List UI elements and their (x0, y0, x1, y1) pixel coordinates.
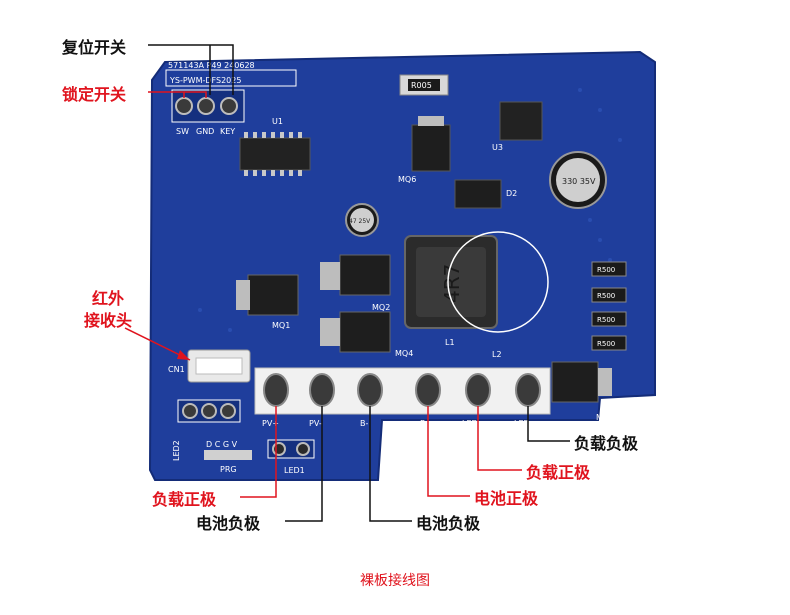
part-number-text: YS-PWM-DFS2025 (169, 76, 241, 85)
callout-load-positive-right: 负载正极 (526, 463, 591, 482)
resistor-array: R500 R500 R500 R500 (591, 261, 627, 351)
bottom-left-header (177, 399, 241, 423)
mosfet-mq6: MQ6 (398, 116, 451, 184)
mosfet-mq7-label: MQ7 (596, 413, 614, 422)
header-pin-key (220, 97, 238, 115)
led2-label: LED2 (172, 440, 181, 461)
leader-battery-negative-left (285, 406, 323, 522)
mosfet-mq2: MQ2 (320, 254, 391, 312)
mosfet-mq1-label: MQ1 (272, 321, 290, 330)
inductor-l2-label: L2 (492, 350, 502, 359)
chip-u1: U1 (239, 117, 311, 176)
prg-label: PRG (220, 465, 237, 474)
inductor-l2-outline (447, 231, 549, 333)
header-pin-gnd (197, 97, 215, 115)
diode-d2-label: D2 (506, 189, 517, 198)
ir-arrow-head (177, 350, 190, 360)
callout-battery-positive: 电池正极 (474, 489, 539, 508)
mosfet-mq4: MQ4 (320, 311, 413, 358)
callout-battery-negative-left: 电池负极 (196, 514, 261, 533)
header-label-key: KEY (220, 127, 235, 136)
callout-battery-negative-right: 电池负极 (416, 514, 481, 533)
header-label-sw: SW (176, 127, 189, 136)
leader-reset-switch (148, 44, 234, 95)
mosfet-mq7: MQ7 (551, 361, 614, 422)
resistor-r500-3: R500 (597, 316, 615, 324)
terminal-pad-led-minus (515, 373, 541, 407)
callout-lock-switch: 锁定开关 (62, 85, 127, 104)
shunt-marking: R005 (411, 81, 432, 90)
chip-u3: U3 (492, 101, 543, 152)
inductor-l1: 4R7 L1 (404, 235, 498, 347)
callout-ir-line2: 接收头 (84, 311, 133, 330)
leader-load-positive-left (240, 406, 277, 498)
date-code-text: 571143A P49 240628 (168, 61, 255, 70)
capacitor-small-marking: 47 25V (349, 218, 371, 225)
figure-caption: 裸板接线图 (360, 573, 430, 589)
terminal-pad-led-plus (465, 373, 491, 407)
led1-label: LED1 (284, 466, 305, 475)
ir-connector: CN1 (168, 349, 251, 383)
terminal-label-led-minus: LED- (514, 419, 533, 428)
capacitor-large: 330 35V (549, 151, 607, 209)
terminal-pad-b-minus (357, 373, 383, 407)
leader-lines (124, 44, 570, 522)
shunt-resistor: R005 (399, 74, 449, 96)
resistor-r500-4: R500 (597, 340, 615, 348)
resistor-r500-2: R500 (597, 292, 615, 300)
mosfet-mq4-label: MQ4 (395, 349, 413, 358)
switch-header: SW GND KEY (171, 89, 245, 136)
leader-load-positive-right (477, 406, 522, 471)
leader-load-negative-right (527, 406, 570, 442)
terminal-label-b-minus: B- (360, 419, 368, 428)
cn1-label: CN1 (168, 365, 185, 374)
header-pin-sw (175, 97, 193, 115)
capacitor-large-marking: 330 35V (562, 177, 596, 186)
mosfet-mq2-label: MQ2 (372, 303, 390, 312)
chip-u1-label: U1 (272, 117, 283, 126)
mosfet-mq1: MQ1 (236, 274, 299, 330)
mosfet-mq6-label: MQ6 (398, 175, 416, 184)
inductor-l1-label: L1 (445, 338, 455, 347)
chip-u3-label: U3 (492, 143, 503, 152)
terminal-label-b-plus: B+ (420, 419, 432, 428)
terminal-label-pv-plus: PV+ (262, 419, 279, 428)
terminal-pad-pv-minus (309, 373, 335, 407)
inductor-marking: 4R7 (440, 264, 464, 303)
terminal-pad-pv-plus (263, 373, 289, 407)
callout-ir-line1: 红外 (92, 289, 125, 308)
terminal-strip: PV+ PV- B- B+ LED+ LED- (254, 367, 551, 428)
led1-pads: LED1 (267, 439, 315, 475)
leader-lock-switch-branch (184, 91, 207, 98)
resistor-r500-1: R500 (597, 266, 615, 274)
capacitor-small: 47 25V (345, 203, 379, 237)
terminal-label-led-plus: LED+ (462, 419, 484, 428)
prg-pins-label: D C G V (206, 440, 238, 449)
terminal-label-pv-minus: PV- (309, 419, 322, 428)
callout-load-positive-left: 负载正极 (152, 490, 217, 509)
leader-battery-positive (427, 406, 470, 497)
header-label-gnd: GND (196, 127, 214, 136)
callout-ir-connector: 红外 接收头 (84, 288, 132, 332)
part-number-box (165, 69, 297, 87)
callout-reset-switch: 复位开关 (62, 38, 127, 57)
callout-load-negative-right: 负载负极 (574, 434, 639, 453)
prg-header: D C G V PRG (204, 440, 252, 474)
terminal-pad-b-plus (415, 373, 441, 407)
diode-d2: D2 (454, 179, 517, 209)
leader-battery-negative-right (369, 406, 412, 522)
